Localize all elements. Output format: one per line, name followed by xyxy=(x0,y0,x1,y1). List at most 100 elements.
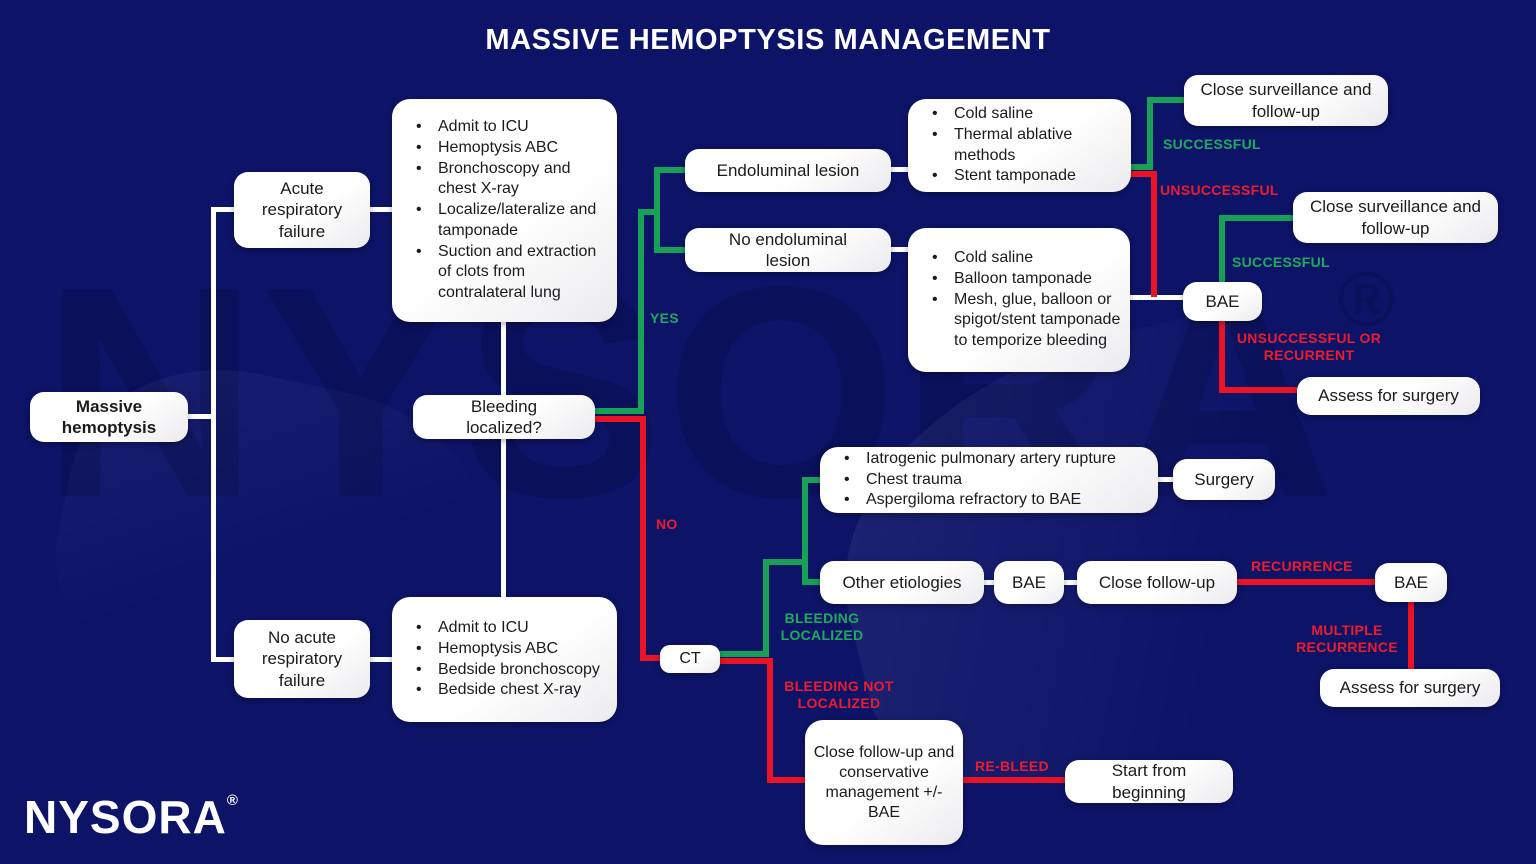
page-title: MASSIVE HEMOPTYSIS MANAGEMENT xyxy=(485,24,1051,56)
edge-bleeding-not-localized xyxy=(767,777,805,783)
bullet-item: Hemoptysis ABC xyxy=(406,639,609,660)
bullet-item: Hemoptysis ABC xyxy=(406,138,609,159)
bullet-item: Bedside bronchoscopy xyxy=(406,660,609,681)
node-start-from-beginning: Start from beginning xyxy=(1065,760,1233,803)
label-recurrence: RECURRENCE xyxy=(1251,558,1353,574)
bullet-item: Admit to ICU xyxy=(406,618,609,639)
label-unsuccessful: UNSUCCESSFUL xyxy=(1160,182,1279,198)
edge-unsuccessful xyxy=(1151,171,1157,297)
bullet-item: Aspergiloma refractory to BAE xyxy=(834,490,1150,511)
bullet-item: Bronchoscopy and chest X-ray xyxy=(406,159,609,201)
edge-no xyxy=(640,655,660,661)
connector xyxy=(368,207,394,212)
node-bae-1: BAE xyxy=(1183,282,1262,321)
label-re-bleed: RE-BLEED xyxy=(975,758,1049,774)
node-massive-hemoptysis: Massive hemoptysis xyxy=(30,392,188,442)
node-close-followup: Close follow-up xyxy=(1077,561,1237,604)
node-no-acute-respiratory-failure: No acute respiratory failure xyxy=(234,620,370,698)
bullet-item: Thermal ablative methods xyxy=(922,125,1123,167)
connector xyxy=(1129,295,1185,300)
node-assess-for-surgery-1: Assess for surgery xyxy=(1297,377,1480,415)
edge-unsuccessful xyxy=(1129,171,1157,177)
edge-yes xyxy=(638,209,660,215)
bullet-item: Chest trauma xyxy=(834,470,1150,491)
node-surgery: Surgery xyxy=(1173,459,1275,500)
edge-yes xyxy=(654,247,685,253)
edge-yes xyxy=(654,167,660,253)
bullet-item: Suction and extraction of clots from con… xyxy=(406,242,609,304)
connector xyxy=(501,437,506,599)
edge-bleeding-localized xyxy=(763,559,769,657)
connector xyxy=(211,657,236,662)
registered-mark-icon: ® xyxy=(226,792,239,809)
edge-bleeding-localized xyxy=(802,477,820,483)
connector xyxy=(1156,477,1175,482)
connector xyxy=(1062,580,1079,585)
bullet-item: Iatrogenic pulmonary artery rupture xyxy=(834,449,1150,470)
edge-no xyxy=(594,416,646,422)
node-assess-for-surgery-2: Assess for surgery xyxy=(1320,669,1500,707)
node-other-etiologies: Other etiologies xyxy=(820,561,984,604)
bullet-item: Stent tamponade xyxy=(922,166,1123,187)
connector xyxy=(368,657,394,662)
edge-bleeding-localized xyxy=(763,559,808,565)
node-conservative-management: Close follow-up and conservative managem… xyxy=(805,720,963,845)
edge-yes xyxy=(654,167,685,173)
bullet-item: Localize/lateralize and tamponade xyxy=(406,200,609,242)
label-bleeding-not-localized: BLEEDING NOT LOCALIZED xyxy=(784,678,894,711)
bullet-item: Admit to ICU xyxy=(406,117,609,138)
bullet-item: Cold saline xyxy=(922,104,1123,125)
node-bleeding-localized: Bleeding localized? xyxy=(413,395,595,439)
label-successful-1: SUCCESSFUL xyxy=(1163,136,1261,152)
label-multiple-recurrence: MULTIPLE RECURRENCE xyxy=(1296,622,1398,655)
edge-bleeding-localized xyxy=(802,477,808,585)
node-surgical-causes: Iatrogenic pulmonary artery rupture Ches… xyxy=(820,447,1158,513)
node-no-endoluminal-lesion: No endoluminal lesion xyxy=(685,228,891,272)
node-bedside-workup: Admit to ICU Hemoptysis ABC Bedside bron… xyxy=(392,597,617,722)
node-endoluminal-treatment: Cold saline Thermal ablative methods Ste… xyxy=(908,99,1131,192)
node-no-endoluminal-treatment: Cold saline Balloon tamponade Mesh, glue… xyxy=(908,228,1130,372)
connector xyxy=(501,320,506,397)
node-acute-respiratory-failure: Acute respiratory failure xyxy=(234,172,370,248)
edge-yes xyxy=(638,209,644,414)
label-unsuccessful-or-recurrent: UNSUCCESSFUL OR RECURRENT xyxy=(1236,330,1382,363)
node-close-surveillance-1: Close surveillance and follow-up xyxy=(1184,75,1388,126)
label-successful-2: SUCCESSFUL xyxy=(1232,254,1330,270)
edge-bleeding-not-localized xyxy=(767,658,773,783)
edge-bleeding-localized xyxy=(718,651,769,657)
edge-bleeding-localized xyxy=(802,579,820,585)
edge-no xyxy=(640,416,646,661)
node-bae-2: BAE xyxy=(994,561,1064,604)
registered-mark-icon: ® xyxy=(1337,255,1397,343)
connector xyxy=(211,207,216,662)
node-endoluminal-lesion: Endoluminal lesion xyxy=(685,149,891,192)
connector xyxy=(211,207,236,212)
bullet-item: Cold saline xyxy=(922,248,1122,269)
connector xyxy=(889,247,910,252)
edge-recurrence xyxy=(1235,579,1375,585)
edge-unsuccessful-recurrent xyxy=(1219,387,1297,393)
edge-re-bleed xyxy=(961,777,1065,783)
label-bleeding-localized: BLEEDING LOCALIZED xyxy=(780,610,864,643)
edge-successful-2 xyxy=(1219,215,1225,284)
node-ct: CT xyxy=(660,645,720,673)
node-close-surveillance-2: Close surveillance and follow-up xyxy=(1293,192,1498,243)
nysora-logo: NYSORA® xyxy=(24,791,239,843)
edge-successful-1 xyxy=(1147,97,1153,170)
edge-successful-1 xyxy=(1129,164,1153,170)
connector xyxy=(186,414,214,419)
node-bae-3: BAE xyxy=(1375,563,1447,602)
edge-yes xyxy=(594,408,644,414)
connector xyxy=(889,167,910,172)
edge-unsuccessful-recurrent xyxy=(1219,319,1225,393)
node-icu-workup: Admit to ICU Hemoptysis ABC Bronchoscopy… xyxy=(392,99,617,322)
connector xyxy=(982,580,996,585)
edge-bleeding-not-localized xyxy=(718,658,773,664)
edge-successful-1 xyxy=(1147,97,1184,103)
label-yes: YES xyxy=(650,310,679,326)
edge-successful-2 xyxy=(1219,215,1293,221)
edge-multiple-recurrence xyxy=(1408,600,1414,669)
label-no: NO xyxy=(656,516,678,532)
bullet-item: Mesh, glue, balloon or spigot/stent tamp… xyxy=(922,290,1122,352)
